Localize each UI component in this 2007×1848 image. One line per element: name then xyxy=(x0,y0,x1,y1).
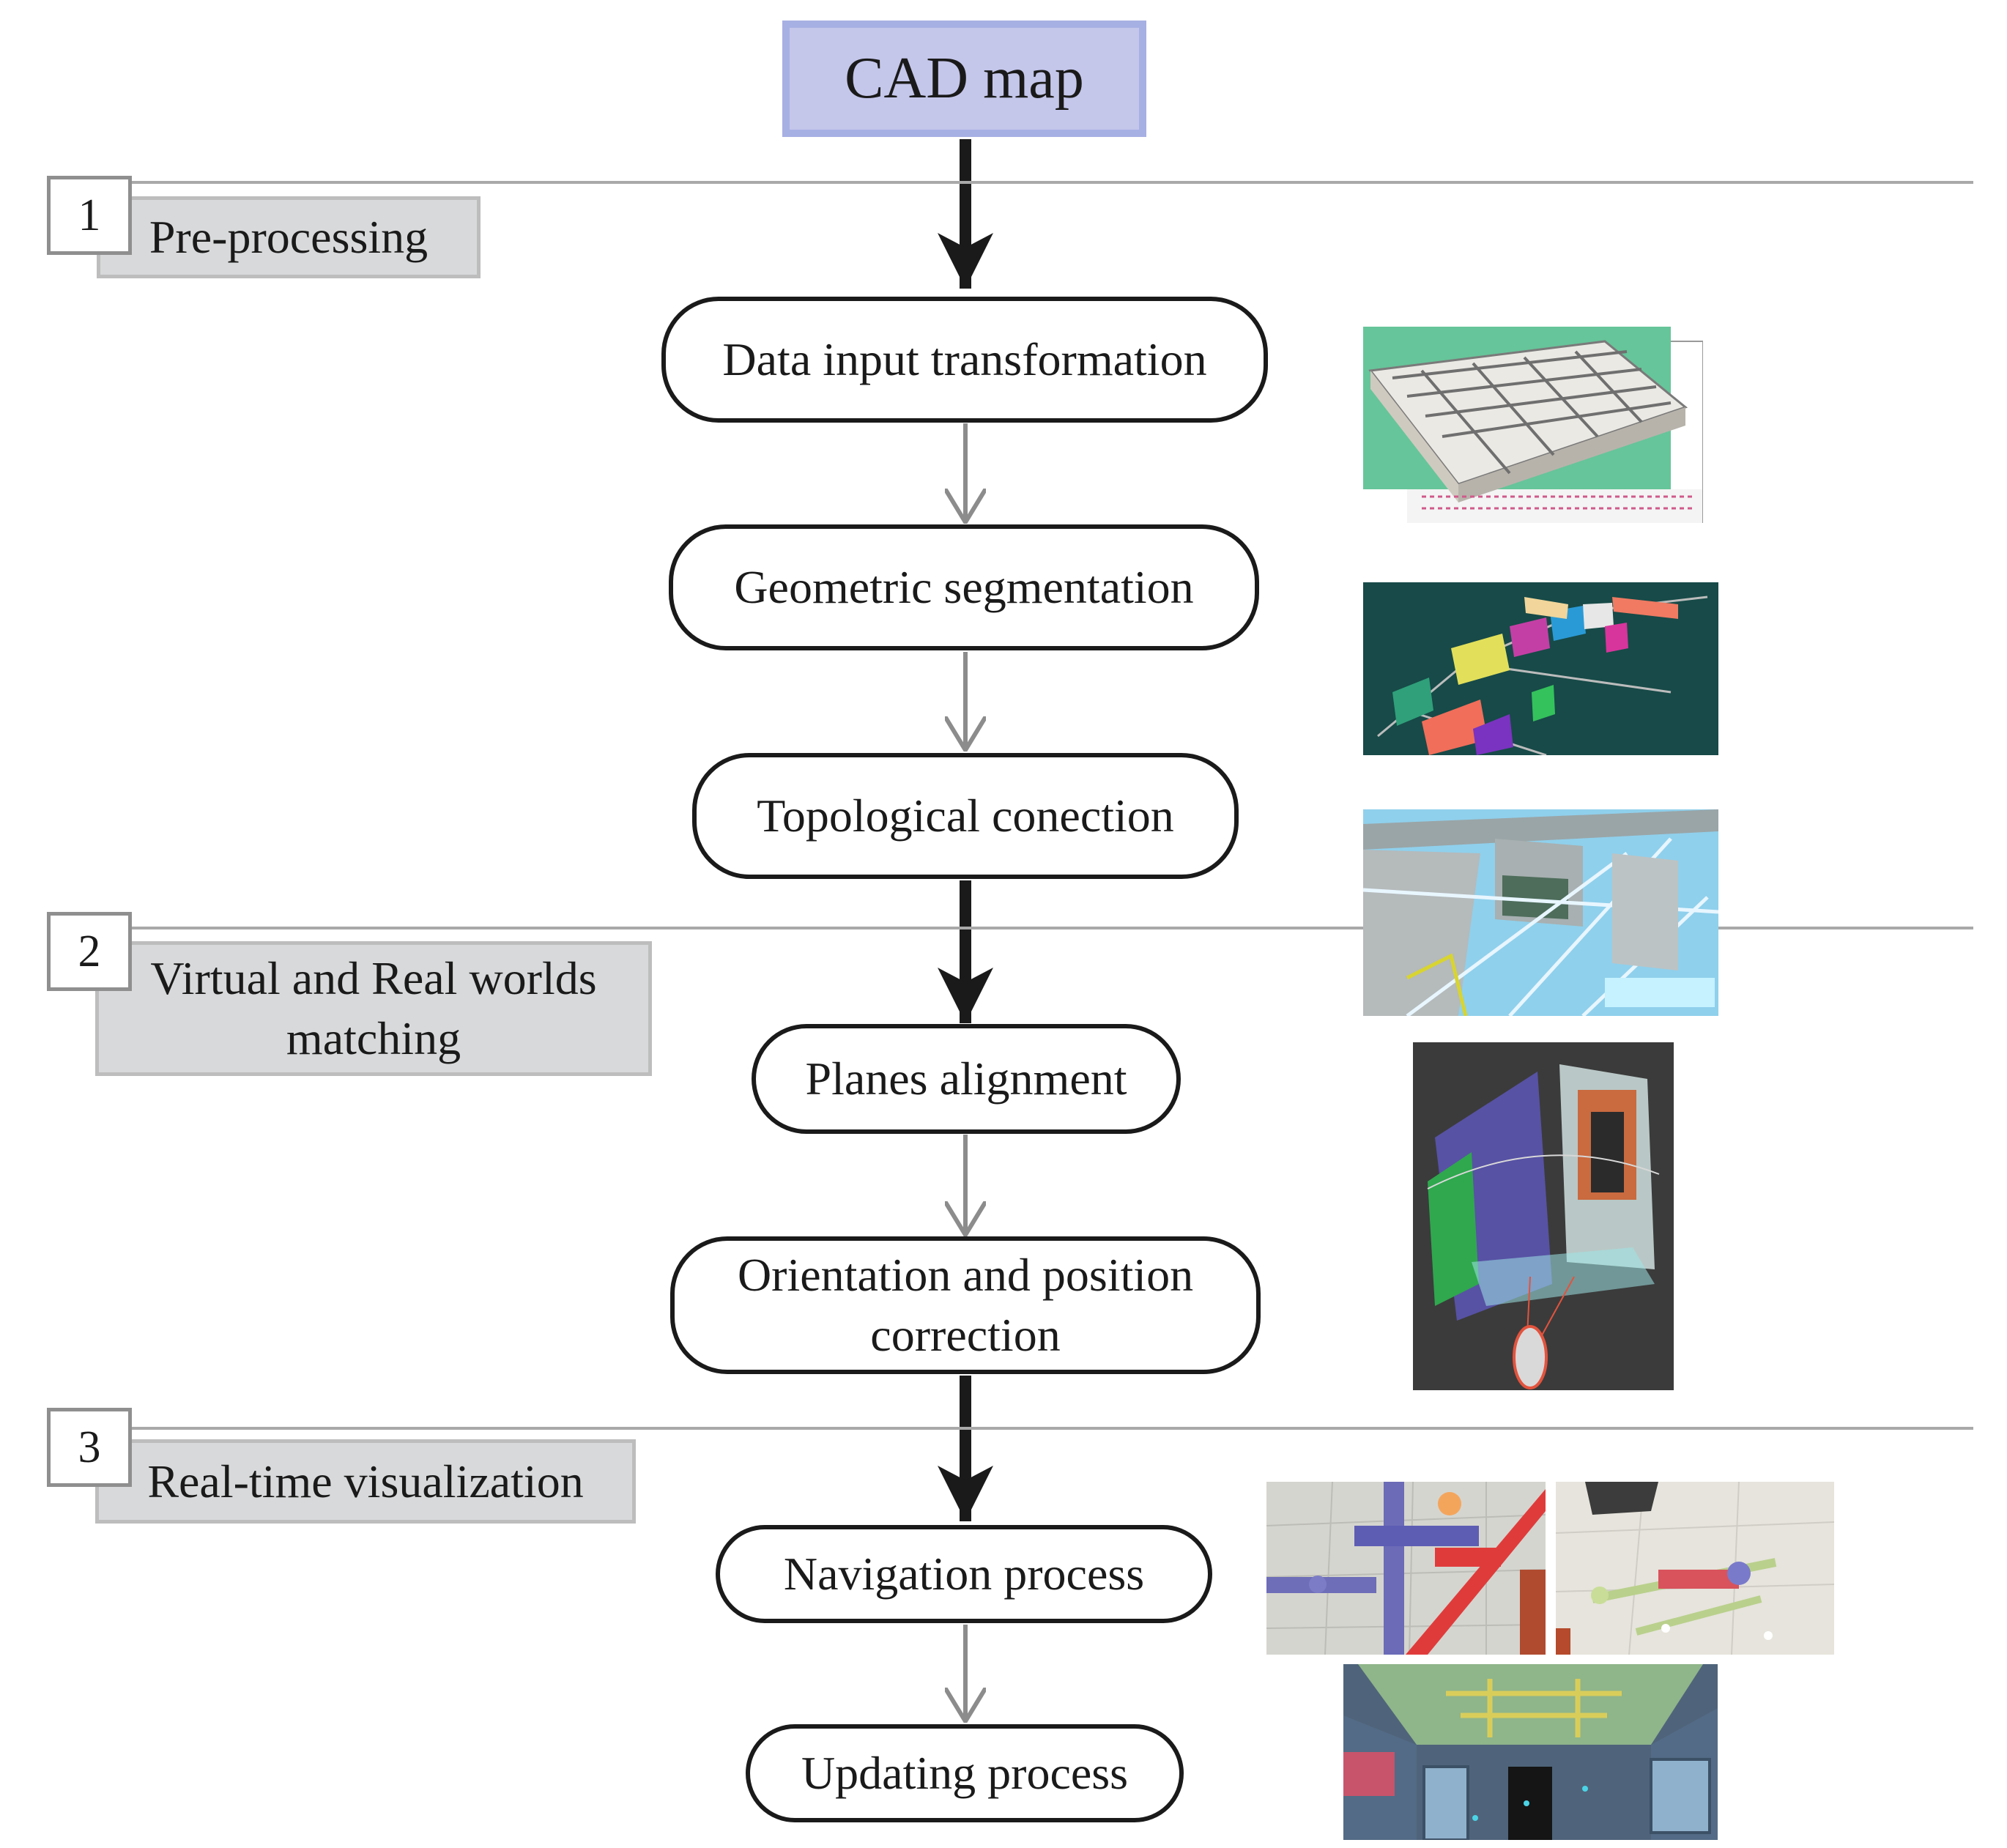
step-planes-alignment: Planes alignment xyxy=(752,1024,1181,1134)
cad-3d-model-thumbnail xyxy=(1363,327,1703,523)
phase-2-label-text: Virtual and Real worlds matching xyxy=(150,952,597,1064)
phase-2-number: 2 xyxy=(47,912,132,991)
step-label: Planes alignment xyxy=(805,1053,1127,1105)
step-label: Geometric segmentation xyxy=(734,561,1194,614)
phase-3-label: Real-time visualization xyxy=(95,1439,636,1524)
phase-2-separator xyxy=(132,927,1973,929)
step-label: Updating process xyxy=(801,1747,1129,1800)
phase-1-separator xyxy=(132,181,1973,184)
step-label: Topological conection xyxy=(757,790,1174,842)
step-orientation-position-correction: Orientation and position correction xyxy=(670,1236,1261,1374)
navigation-ar-view-left-thumbnail xyxy=(1266,1482,1546,1655)
phase-2-number-text: 2 xyxy=(78,926,101,976)
phase-3-number: 3 xyxy=(47,1408,132,1487)
phase-3-number-text: 3 xyxy=(78,1422,101,1472)
step-label: Orientation and position correction xyxy=(737,1249,1194,1361)
phase-2-label: Virtual and Real worlds matching xyxy=(95,941,652,1076)
step-label: Data input transformation xyxy=(722,333,1207,386)
step-topological-connection: Topological conection xyxy=(692,753,1239,879)
step-label: Navigation process xyxy=(783,1548,1145,1600)
updating-corridor-thumbnail xyxy=(1343,1664,1718,1840)
step-geometric-segmentation: Geometric segmentation xyxy=(669,524,1259,650)
planes-alignment-thumbnail xyxy=(1413,1042,1674,1390)
segmented-walls-thumbnail xyxy=(1363,582,1718,755)
cad-map-label: CAD map xyxy=(845,46,1084,111)
phase-1-number: 1 xyxy=(47,176,132,255)
cad-map-node: CAD map xyxy=(782,21,1146,137)
phase-3-label-text: Real-time visualization xyxy=(147,1455,584,1507)
step-data-input-transformation: Data input transformation xyxy=(661,297,1268,423)
navigation-ar-view-right-thumbnail xyxy=(1556,1482,1834,1655)
phase-1-number-text: 1 xyxy=(78,190,101,240)
step-navigation-process: Navigation process xyxy=(716,1525,1212,1623)
step-updating-process: Updating process xyxy=(746,1724,1184,1822)
topology-render-thumbnail xyxy=(1363,809,1718,1016)
phase-1-label: Pre-processing xyxy=(97,196,481,278)
phase-1-label-text: Pre-processing xyxy=(149,211,429,264)
phase-3-separator xyxy=(132,1427,1973,1430)
